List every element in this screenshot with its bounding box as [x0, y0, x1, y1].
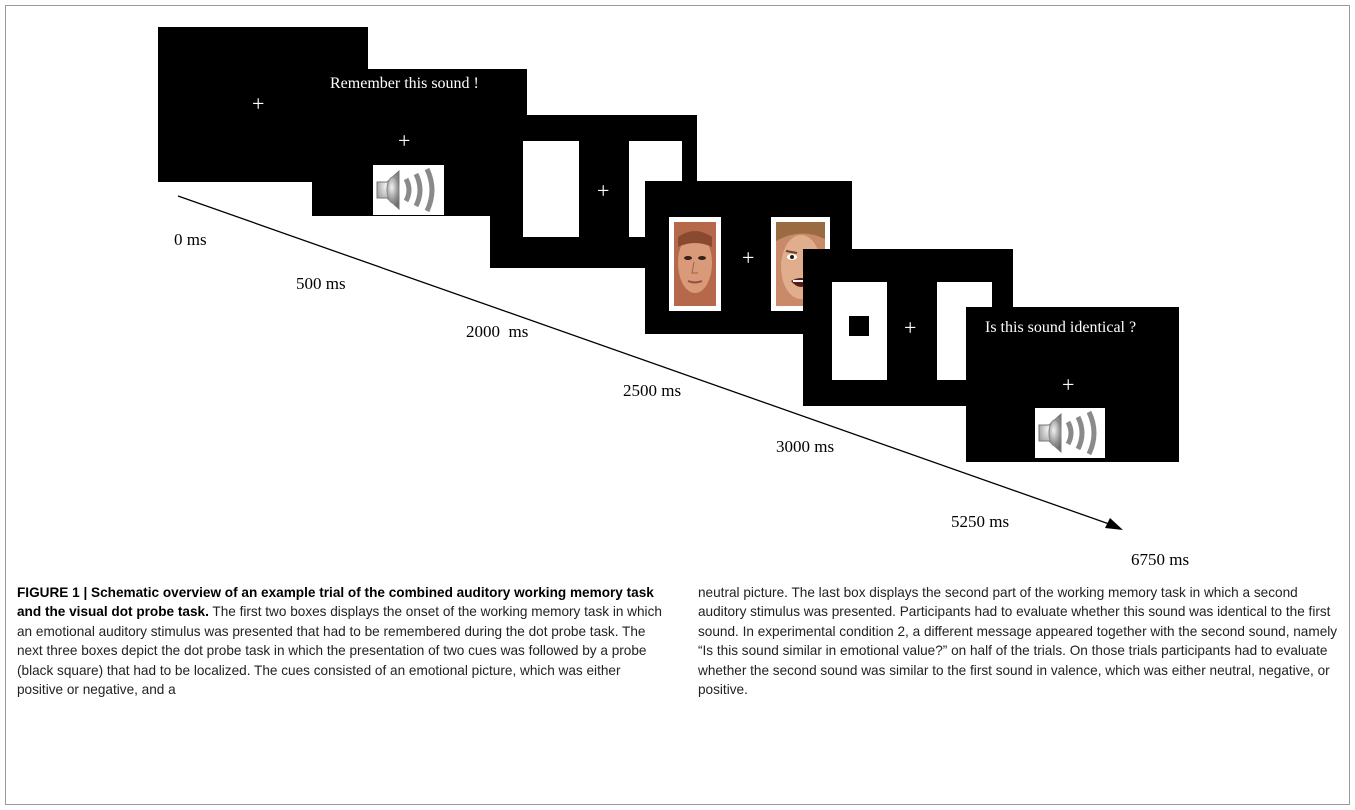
timeline-label-2500: 2500 ms [623, 381, 682, 400]
figure-label: FIGURE 1 | Schematic overview of an exam… [17, 585, 654, 620]
timeline-label-2000: 2000 ms [466, 322, 529, 341]
remember-instruction: Remember this sound ! [330, 75, 479, 92]
caption-text-right: neutral picture. The last box displays t… [698, 585, 1338, 698]
fixation-cross: + [904, 315, 917, 340]
left-probe-box [832, 282, 887, 380]
caption-column-right: neutral picture. The last box displays t… [698, 583, 1343, 699]
timeline-label-3000: 3000 ms [776, 437, 835, 456]
figure-frame [5, 5, 1350, 805]
speaker-icon [373, 165, 444, 215]
timeline-label-0: 0 ms [174, 230, 207, 249]
fixation-cross: + [1062, 372, 1075, 397]
neutral-face-picture [669, 217, 721, 311]
fixation-cross: + [252, 91, 265, 116]
timeline-label-6750: 6750 ms [1131, 550, 1190, 569]
speaker-icon [1035, 408, 1105, 458]
timeline-label-500: 500 ms [296, 274, 346, 293]
timeline-label-5250: 5250 ms [951, 512, 1010, 531]
screen-probe: + [803, 249, 1013, 406]
identical-question: Is this sound identical ? [985, 319, 1137, 336]
caption-text-left: The first two boxes displays the onset o… [17, 604, 662, 698]
screen-identical-question: Is this sound identical ? + [966, 307, 1179, 462]
caption-column-left: FIGURE 1 | Schematic overview of an exam… [17, 583, 670, 699]
fixation-cross: + [742, 245, 755, 270]
probe-square [849, 316, 869, 336]
fixation-cross: + [398, 128, 411, 153]
fixation-cross: + [597, 178, 610, 203]
left-cue-box [523, 141, 579, 237]
